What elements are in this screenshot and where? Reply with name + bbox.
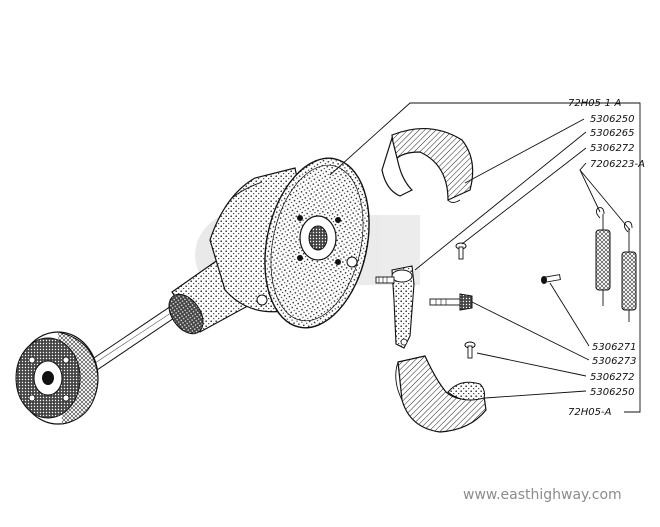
website-watermark: www.easthighway.com [463, 487, 622, 503]
label-lower-lining: 5306250 [590, 387, 635, 398]
lever-bolt [541, 274, 561, 284]
lower-rivet [464, 341, 476, 359]
bolt-with-nut [429, 293, 473, 311]
leader-lines [329, 102, 641, 413]
hub-drum [15, 331, 99, 425]
label-bolt-nut: 5306273 [592, 356, 637, 367]
upper-brake-shoe [381, 127, 474, 203]
label-lower-shoe-assembly: 72H05-A [568, 407, 612, 418]
return-spring-left [595, 207, 611, 306]
adjusting-lever [375, 265, 415, 349]
label-lever-bolt: 5306271 [592, 342, 637, 353]
label-upper-lining: 5306250 [590, 114, 635, 125]
label-lower-rivet: 5306272 [590, 372, 635, 383]
upper-rivet [455, 242, 467, 260]
label-spring: 7206223-A [590, 159, 645, 170]
lower-brake-shoe [395, 355, 487, 433]
label-upper-shoe-assembly: 72H05-1-A [568, 98, 622, 109]
backing-plate [264, 157, 370, 329]
label-lever-pin: 5306265 [590, 128, 635, 139]
return-spring-right [621, 221, 637, 322]
label-upper-rivet: 5306272 [590, 143, 635, 154]
